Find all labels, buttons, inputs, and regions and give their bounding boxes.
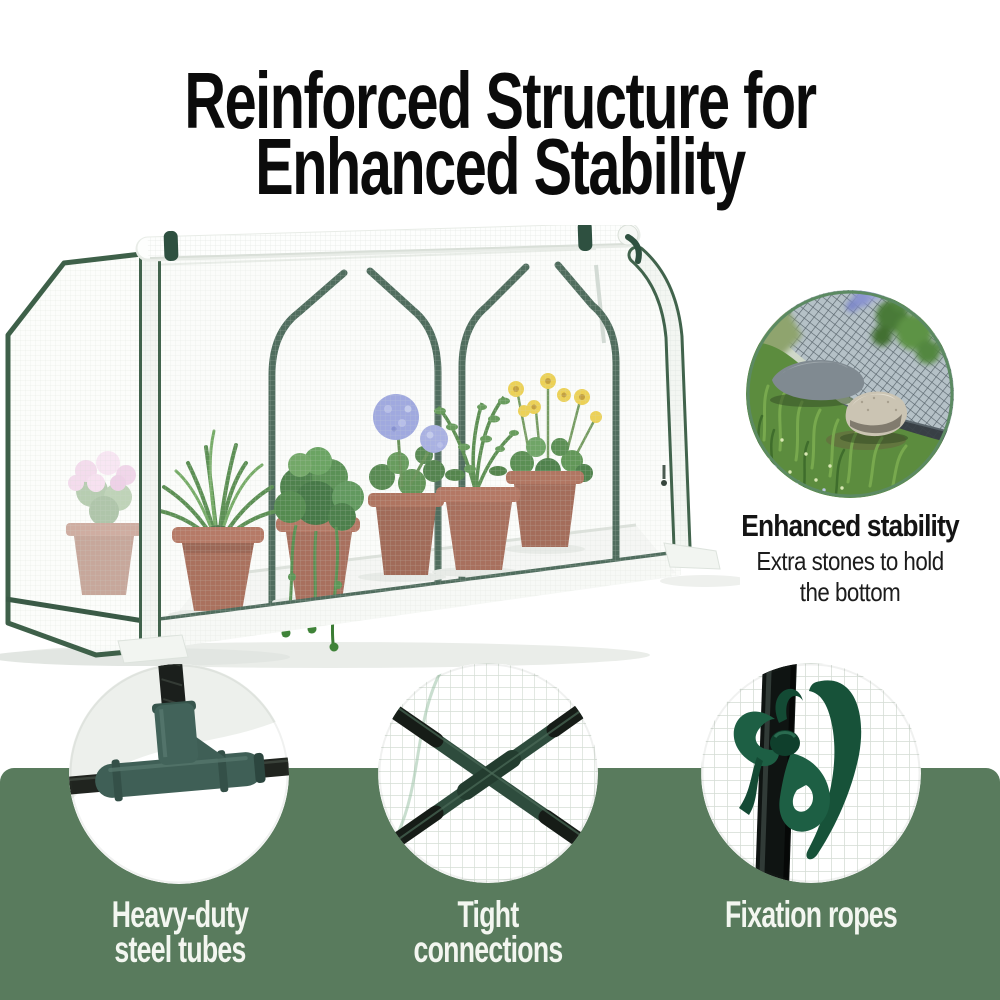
side-feature-description-line2: the bottom — [799, 577, 901, 607]
green-ribbon-bow — [733, 680, 862, 860]
circle-border — [746, 290, 954, 498]
left-end-panel — [5, 250, 153, 658]
front-right-frame-strip — [627, 245, 721, 570]
side-feature-heading: Enhanced stability — [741, 508, 959, 543]
rolled-top — [135, 225, 642, 264]
feature-label-line: Fixation ropes — [724, 894, 898, 935]
cross-connection-photo — [378, 663, 598, 883]
page-title: Reinforced Structure for Enhanced Stabil… — [140, 56, 860, 211]
gray-stone — [770, 359, 865, 407]
stones-photo — [746, 290, 954, 498]
feature-label-steel-tubes: Heavy-duty steel tubes — [72, 894, 288, 970]
page-title-line2: Enhanced Stability — [255, 122, 746, 211]
tee-joint — [69, 664, 289, 802]
feature-label-line: Heavy-duty — [111, 894, 249, 935]
greenhouse-illustration — [0, 225, 740, 668]
page-title-line1: Reinforced Structure for — [184, 56, 817, 145]
feature-label-tight-connections: Tight connections — [380, 894, 596, 970]
front-mesh-panel — [150, 237, 681, 650]
fixation-rope-photo — [701, 663, 921, 883]
roll-clip-right — [577, 225, 593, 252]
connection-photo-circle — [378, 663, 598, 883]
feature-label-line: Tight connections — [413, 894, 564, 970]
side-feature-description: Extra stones to hold the bottom — [725, 546, 974, 608]
ground-shadow-right — [660, 575, 740, 587]
steel-tube-photo-circle — [69, 664, 289, 884]
front-left-frame-strip — [117, 251, 189, 664]
rope-photo-circle — [701, 663, 921, 883]
side-feature-description-line1: Extra stones to hold — [756, 546, 944, 576]
feature-label-fixation-ropes: Fixation ropes — [703, 894, 919, 935]
roll-clip-left — [163, 230, 179, 261]
feature-label-line: steel tubes — [114, 929, 246, 970]
beige-stone — [840, 391, 908, 444]
stability-photo-circle — [746, 290, 954, 498]
tee-joint-photo — [69, 664, 289, 884]
cover-seam — [396, 668, 444, 834]
